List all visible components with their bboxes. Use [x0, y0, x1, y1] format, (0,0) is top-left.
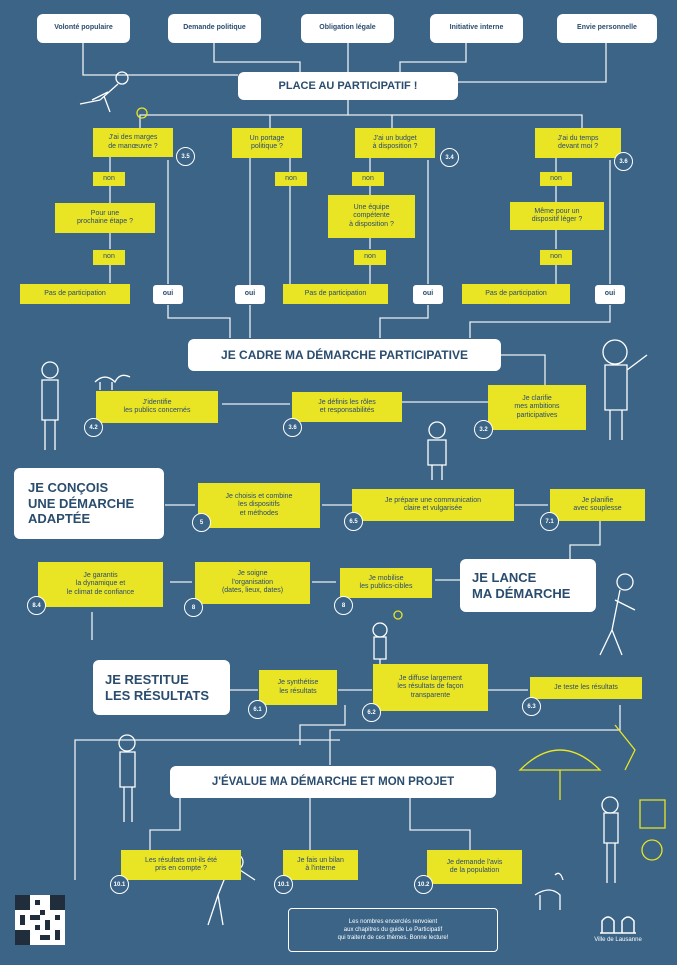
- badge-6-3: 6.3: [522, 697, 541, 716]
- step-organise: Je soigne l'organisation (dates, lieux, …: [195, 562, 310, 604]
- section-restitue: JE RESTITUE LES RÉSULTATS: [93, 660, 230, 715]
- badge-6-5: 6.5: [344, 512, 363, 531]
- non-2: non: [275, 172, 307, 186]
- badge-4-2: 4.2: [84, 418, 103, 437]
- badge-8b: 8: [184, 598, 203, 617]
- source-envie: Envie personnelle: [557, 14, 657, 43]
- badge-7-1: 7.1: [540, 512, 559, 531]
- source-volonte: Volonté populaire: [37, 14, 130, 43]
- badge-3-4: 3.4: [440, 148, 459, 167]
- q-marges: J'ai des marges de manœuvre ?: [93, 128, 173, 157]
- step-mobilise: Je mobilise les publics-cibles: [340, 568, 432, 598]
- q-portage: Un portage politique ?: [232, 128, 302, 158]
- city-logo: Ville de Lausanne: [578, 913, 658, 953]
- non-6: non: [354, 250, 386, 265]
- lausanne-crest-icon: [600, 916, 636, 934]
- badge-6-2: 6.2: [362, 703, 381, 722]
- badge-10-1b: 10.1: [274, 875, 293, 894]
- section-cadre: JE CADRE MA DÉMARCHE PARTICIPATIVE: [188, 339, 501, 371]
- logo-text: Ville de Lausanne: [594, 937, 642, 943]
- q-leger: Même pour un dispositif léger ?: [510, 202, 604, 230]
- title-participatif: PLACE AU PARTICIPATIF !: [238, 72, 458, 100]
- badge-8-4: 8.4: [27, 596, 46, 615]
- source-demande: Demande politique: [168, 14, 261, 43]
- oui-3: oui: [413, 285, 443, 304]
- pas-participation-1: Pas de participation: [20, 284, 130, 304]
- footer-note: Les nombres encerclés renvoient aux chap…: [288, 908, 498, 952]
- badge-10-2: 10.2: [414, 875, 433, 894]
- non-7: non: [540, 250, 572, 265]
- step-avis: Je demande l'avis de la population: [427, 850, 522, 884]
- step-planifie: Je planifie avec souplesse: [550, 489, 645, 521]
- step-publics: J'identifie les publics concernés: [96, 391, 218, 423]
- qr-pattern: [15, 895, 65, 945]
- step-bilan: Je fais un bilan à l'interne: [283, 850, 358, 880]
- pas-participation-3: Pas de participation: [462, 284, 570, 304]
- step-choisis: Je choisis et combine les dispositifs et…: [198, 483, 320, 528]
- oui-2: oui: [235, 285, 265, 304]
- badge-10-1: 10.1: [110, 875, 129, 894]
- q-temps: J'ai du temps devant moi ?: [535, 128, 621, 158]
- section-lance: JE LANCE MA DÉMARCHE: [460, 559, 596, 612]
- section-concois: JE CONÇOIS UNE DÉMARCHE ADAPTÉE: [14, 468, 164, 539]
- source-initiative: Initiative interne: [430, 14, 523, 43]
- pas-participation-2: Pas de participation: [283, 284, 388, 304]
- badge-3-2: 3.2: [474, 420, 493, 439]
- badge-6-1: 6.1: [248, 700, 267, 719]
- source-obligation: Obligation légale: [301, 14, 394, 43]
- non-5: non: [93, 250, 125, 265]
- step-teste: Je teste les résultats: [530, 677, 642, 699]
- oui-4: oui: [595, 285, 625, 304]
- step-resultats: Les résultats ont-ils été pris en compte…: [121, 850, 241, 880]
- step-garantis: Je garantis la dynamique et le climat de…: [38, 562, 163, 607]
- step-diffuse: Je diffuse largement les résultats de fa…: [373, 664, 488, 711]
- q-budget: J'ai un budget à disposition ?: [355, 128, 435, 158]
- badge-8: 8: [334, 596, 353, 615]
- step-communication: Je prépare une communication claire et v…: [352, 489, 514, 521]
- badge-3-6b: 3.6: [283, 418, 302, 437]
- non-3: non: [352, 172, 384, 186]
- non-1: non: [93, 172, 125, 186]
- step-clarifie: Je clarifie mes ambitions participatives: [488, 385, 586, 430]
- q-equipe: Une équipe compétente à disposition ?: [328, 195, 415, 238]
- q-etape: Pour une prochaine étape ?: [55, 203, 155, 233]
- qr-code: [15, 895, 65, 945]
- step-synthetise: Je synthétise les résultats: [259, 670, 337, 705]
- badge-3-6: 3.6: [614, 152, 633, 171]
- step-roles: Je définis les rôles et responsabilités: [292, 392, 402, 422]
- badge-5: 5: [192, 513, 211, 532]
- oui-1: oui: [153, 285, 183, 304]
- non-4: non: [540, 172, 572, 186]
- section-evalue: J'ÉVALUE MA DÉMARCHE ET MON PROJET: [170, 766, 496, 798]
- badge-3-5: 3.5: [176, 147, 195, 166]
